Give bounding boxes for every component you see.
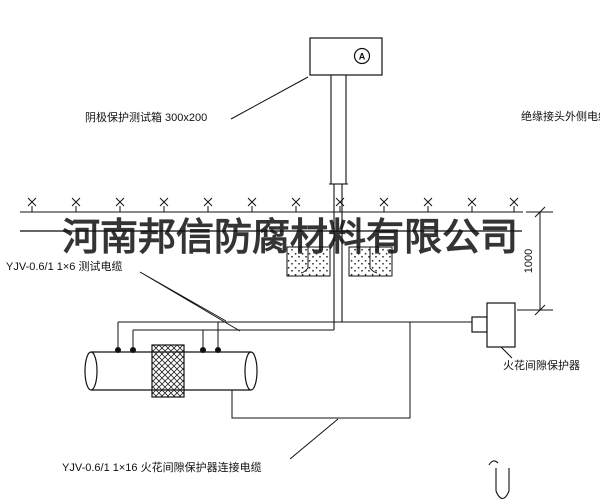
spark-gap-label: 火花间隙保护器 <box>503 358 580 372</box>
cable-runs <box>117 321 472 419</box>
dimension-text: 1000 <box>523 249 535 273</box>
test-box-label: 阴极保护测试箱 300x200 <box>85 110 207 124</box>
riser-conduit <box>329 74 348 330</box>
pipe-test-terminals <box>115 347 221 353</box>
test-box <box>309 37 383 76</box>
outer-cable-label: 绝缘接头外侧电缆 <box>521 109 600 123</box>
cable-protection-blocks <box>286 246 393 277</box>
leader-lines <box>139 76 513 460</box>
spark-gap-protector <box>471 302 516 348</box>
meter-symbol: A <box>359 52 366 62</box>
insulating-joint <box>151 344 185 398</box>
spark-cable-label: YJV-0.6/1 1×16 火花间隙保护器连接电缆 <box>62 460 262 474</box>
dimension-1000 <box>517 206 553 316</box>
ground-surface-symbols <box>27 197 519 213</box>
pipeline <box>84 344 258 398</box>
meter-circle <box>353 47 371 65</box>
pipe-break-symbol <box>488 460 510 500</box>
test-cable-label: YJV-0.6/1 1×6 测试电缆 <box>6 260 122 273</box>
